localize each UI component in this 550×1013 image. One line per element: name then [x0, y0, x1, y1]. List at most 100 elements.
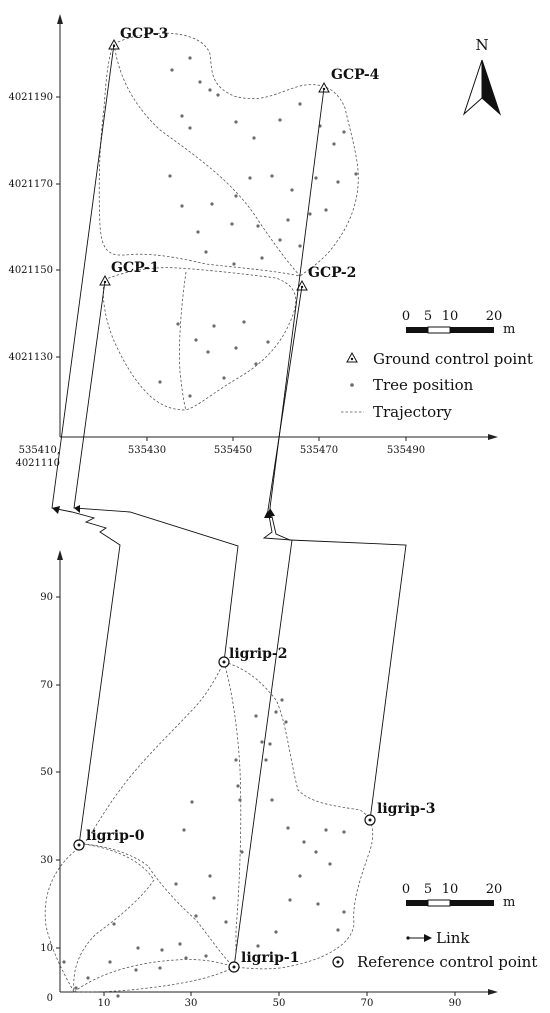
- tree-position-dot: [238, 798, 242, 802]
- bottom-xtick-label: 30: [185, 998, 198, 1009]
- ligrip-3-label: ligrip-3: [377, 801, 435, 817]
- tree-position-dot: [254, 714, 258, 718]
- link-arrowhead: [74, 505, 80, 513]
- top-y-axis-arrow: [57, 14, 63, 24]
- tree-position-dot: [284, 720, 288, 724]
- scale-tick-label: 5: [424, 882, 432, 897]
- bottom-trajectory-west: [44, 843, 155, 993]
- tree-position-dot: [224, 920, 228, 924]
- tree-position-dot: [260, 740, 264, 744]
- tree-position-dot: [208, 874, 212, 878]
- bottom-ytick-label: 70: [40, 680, 53, 691]
- bottom-y-axis-arrow: [57, 550, 63, 560]
- tree-position-dot: [210, 202, 214, 206]
- link-gcp3-ligrip0: [51, 43, 121, 846]
- gcp-1-label: GCP-1: [111, 260, 159, 276]
- tree-position-dot: [354, 172, 358, 176]
- legend-ref-icon: [332, 956, 344, 968]
- registration-links: [51, 43, 407, 968]
- tree-position-dot: [342, 130, 346, 134]
- tree-position-dot: [194, 914, 198, 918]
- tree-position-dot: [62, 960, 66, 964]
- tree-position-dot: [314, 176, 318, 180]
- tree-position-dot: [290, 188, 294, 192]
- tree-position-dot: [182, 828, 186, 832]
- tree-position-dot: [86, 976, 90, 980]
- top-ytick-label: 4021150: [8, 265, 53, 276]
- gcp-4-label: GCP-4: [331, 67, 380, 83]
- tree-position-dot: [278, 118, 282, 122]
- link-gcp1-ligrip2: [73, 280, 239, 663]
- top-xtick-label: 535430: [128, 445, 166, 456]
- tree-position-dot: [278, 238, 282, 242]
- tree-position-dot: [160, 948, 164, 952]
- tree-position-dot: [314, 850, 318, 854]
- legend-trajectory-label: Trajectory: [373, 403, 452, 421]
- tree-position-dot: [176, 322, 180, 326]
- tree-position-dot: [274, 930, 278, 934]
- tree-position-dot: [188, 126, 192, 130]
- tree-position-dot: [234, 120, 238, 124]
- tree-position-dot: [342, 830, 346, 834]
- tree-position-dot: [288, 898, 292, 902]
- tree-position-dot: [242, 320, 246, 324]
- tree-position-dot: [234, 758, 238, 762]
- tree-position-dot: [308, 212, 312, 216]
- tree-position-dot: [112, 922, 116, 926]
- ligrip-1-label: ligrip-1: [241, 950, 299, 966]
- top-x-axis-arrow: [488, 434, 498, 440]
- top-xtick-label: 535490: [387, 445, 425, 456]
- scale-unit: m: [503, 322, 515, 337]
- top-xtick-label: 535450: [214, 445, 252, 456]
- tree-position-dot: [108, 960, 112, 964]
- tree-position-dot: [316, 902, 320, 906]
- tree-position-dot: [336, 928, 340, 932]
- bottom-ytick-label: 30: [40, 855, 53, 866]
- scale-tick-label: 20: [486, 309, 503, 324]
- scale-tick-label: 0: [402, 882, 410, 897]
- bottom-ytick-label: 50: [40, 767, 53, 778]
- legend-link-icon: [406, 934, 432, 942]
- top-ytick-label: 4021190: [8, 92, 53, 103]
- scale-tick-label: 20: [486, 882, 503, 897]
- tree-position-dot: [336, 180, 340, 184]
- scale-tick-label: 10: [442, 882, 459, 897]
- north-arrow-icon: [462, 59, 502, 116]
- tree-position-dot: [236, 784, 240, 788]
- tree-position-dot: [298, 244, 302, 248]
- gcp-2-label: GCP-2: [308, 265, 356, 281]
- tree-position-dot: [234, 346, 238, 350]
- tree-position-dot: [332, 142, 336, 146]
- legend-tree-icon: [350, 383, 354, 387]
- tree-position-dot: [260, 256, 264, 260]
- bottom-tree-positions: [62, 698, 346, 998]
- tree-position-dot: [190, 800, 194, 804]
- tree-position-dot: [188, 56, 192, 60]
- tree-position-dot: [212, 324, 216, 328]
- tree-position-dot: [324, 208, 328, 212]
- tree-position-dot: [298, 874, 302, 878]
- tree-position-dot: [256, 224, 260, 228]
- bottom-x-axis-arrow: [488, 989, 498, 995]
- top-panel: 4021190 4021170 4021150 4021130 535430 5…: [8, 14, 533, 469]
- tree-position-dot: [286, 218, 290, 222]
- north-label: N: [475, 36, 488, 54]
- tree-position-dot: [158, 380, 162, 384]
- tree-position-dot: [194, 338, 198, 342]
- top-origin-x-label: 535410,: [19, 445, 60, 456]
- tree-position-dot: [240, 850, 244, 854]
- tree-position-dot: [180, 204, 184, 208]
- link-gcp4-ligrip3: [269, 87, 407, 821]
- scale-tick-label: 10: [442, 309, 459, 324]
- tree-position-dot: [254, 362, 258, 366]
- tree-position-dot: [180, 114, 184, 118]
- tree-position-dot: [198, 80, 202, 84]
- legend-tree-label: Tree position: [373, 376, 474, 394]
- legend-link-label: Link: [436, 929, 470, 947]
- tree-position-dot: [230, 222, 234, 226]
- tree-position-dot: [184, 956, 188, 960]
- tree-position-dot: [204, 954, 208, 958]
- bottom-origin-label: 0: [47, 993, 53, 1004]
- tree-position-dot: [232, 262, 236, 266]
